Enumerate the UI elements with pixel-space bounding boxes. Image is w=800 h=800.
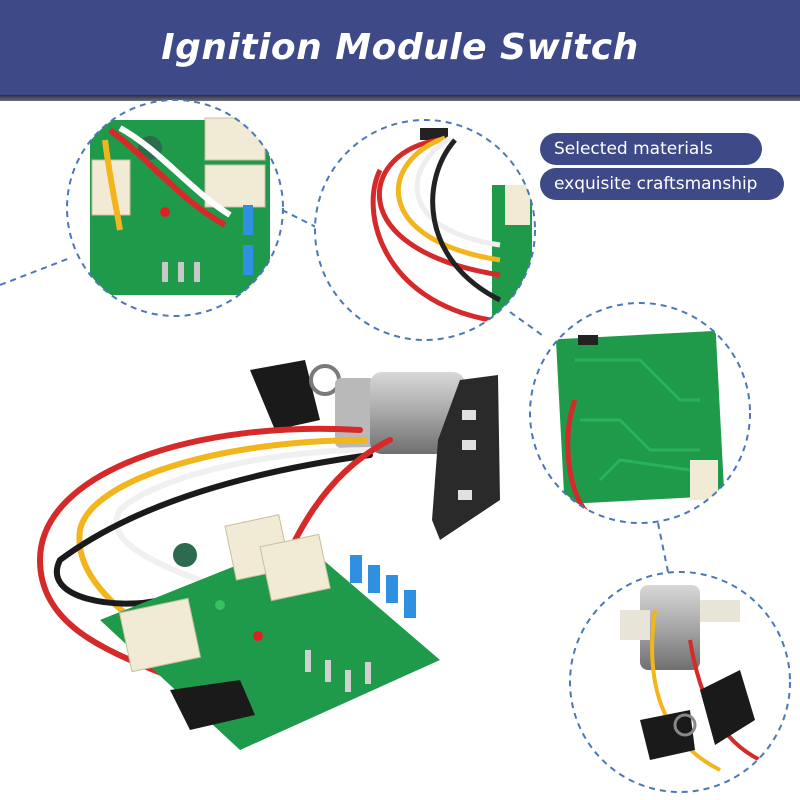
feature-badge-craftsmanship: exquisite craftsmanship xyxy=(540,168,784,200)
title-banner: Ignition Module Switch xyxy=(0,0,800,95)
detail-circle-relays xyxy=(66,99,284,317)
page-title: Ignition Module Switch xyxy=(161,27,639,68)
feature-badge-label: Selected materials xyxy=(554,139,713,159)
callout-connector-lines xyxy=(0,209,669,573)
detail-circle-wires xyxy=(314,119,536,341)
feature-badge-materials: Selected materials xyxy=(540,133,762,165)
banner-divider xyxy=(0,95,800,101)
circuit-board xyxy=(100,514,440,750)
detail-circle-key-switch xyxy=(569,571,791,793)
ignition-key-switch xyxy=(250,360,500,540)
main-product-image xyxy=(36,360,500,750)
blade-fuses xyxy=(350,555,416,618)
detail-circle-pcb-back xyxy=(529,302,751,524)
relay xyxy=(118,514,331,673)
feature-badge-label: exquisite craftsmanship xyxy=(554,174,758,194)
